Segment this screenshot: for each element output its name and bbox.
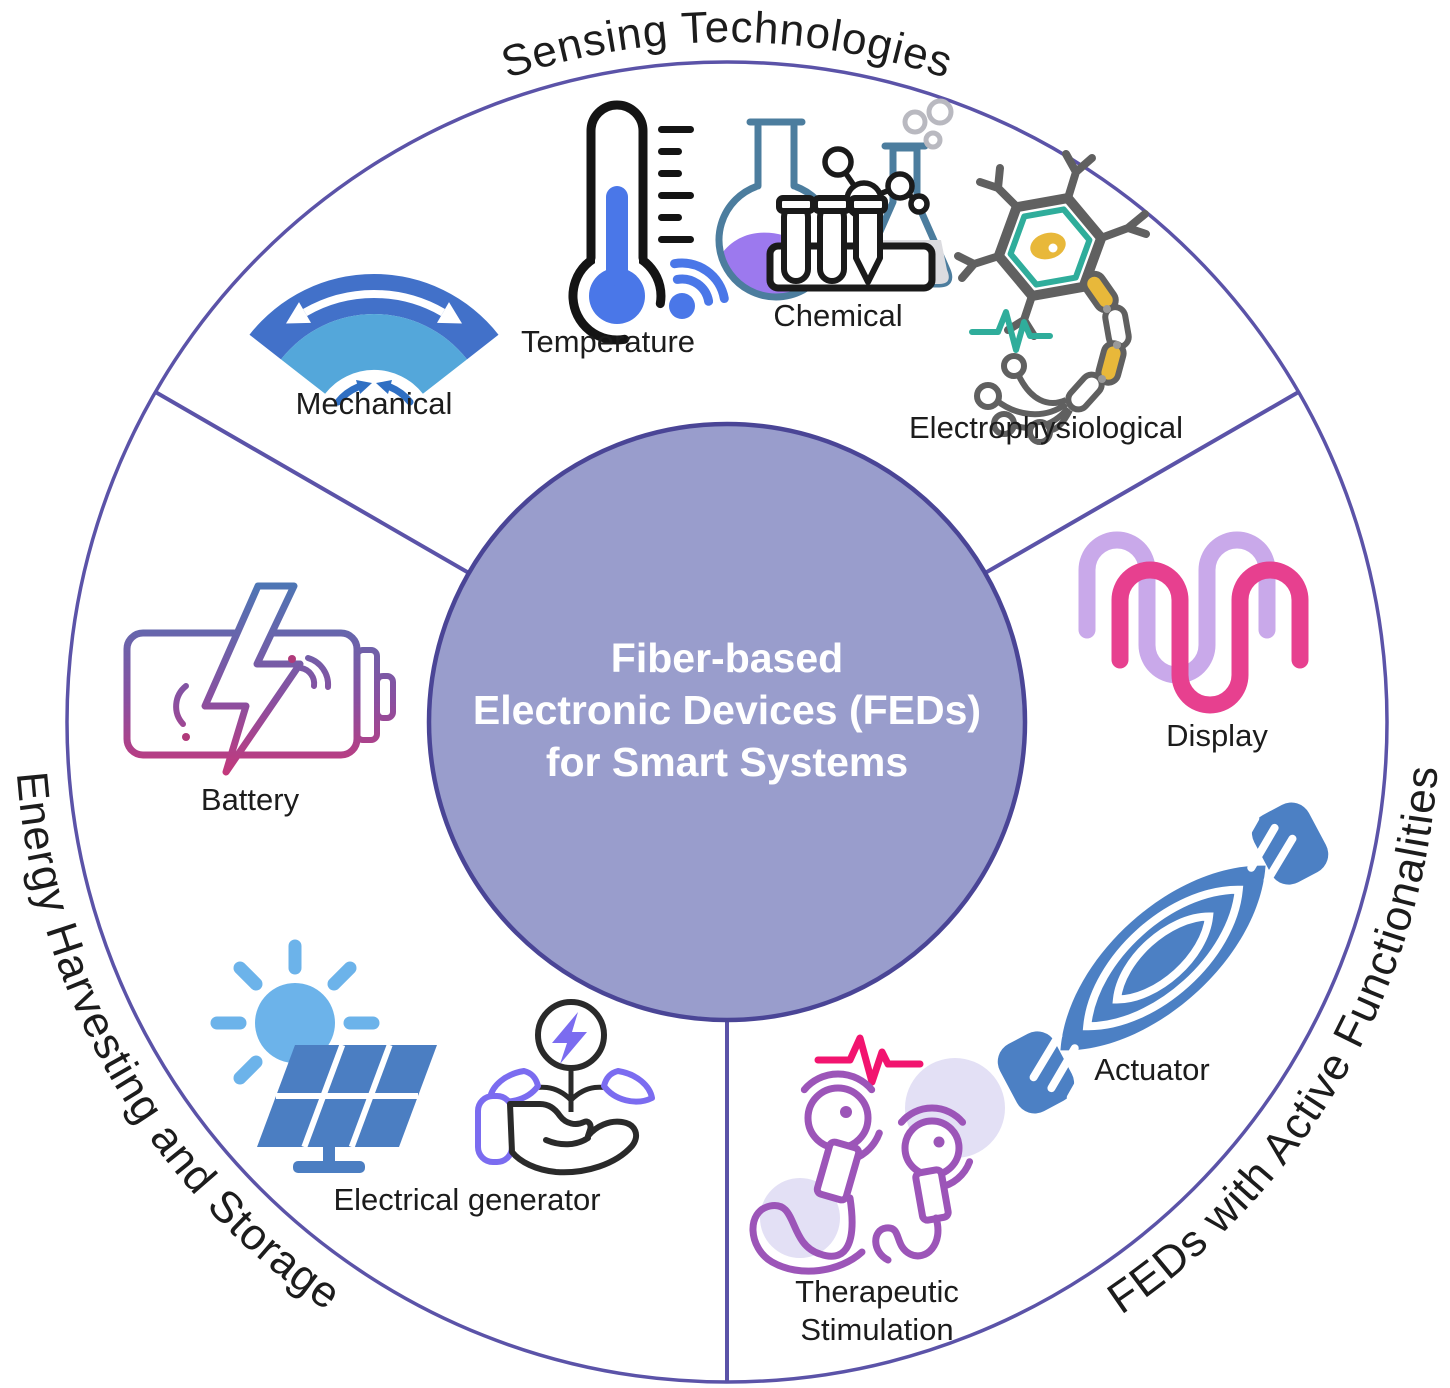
bubbles [902,98,954,150]
axon-node-dots [1098,305,1121,383]
battery-terminal-nub [374,673,396,721]
mechanical-label: Mechanical [296,386,453,421]
nucleus-dot [1048,243,1058,253]
muscle-stripe-inner [1112,912,1214,1004]
panel-base [293,1161,365,1173]
sensing-sector-title: Sensing Technologies [495,3,958,88]
therapeutic-label-line2: Stimulation [800,1312,953,1347]
battery-spark-left-dot [182,733,190,741]
bend-strain-icon [249,273,499,406]
electrode-wire-right [872,1214,942,1264]
test-tubes [776,195,888,285]
ecg-pulse-teal [969,309,1053,353]
bend-arrow-arc [303,290,445,316]
thermometer-scale-ticks [658,126,694,243]
neuron-icon [954,150,1150,445]
divider-upper-right [984,390,1300,575]
therapeutic-label-line1: Therapeutic [795,1274,959,1309]
hub-circle [426,421,1028,1023]
electrical-generator-label: Electrical generator [333,1182,600,1217]
hub-title-line3: for Smart Systems [546,739,908,785]
stimulator-device-left [749,1070,883,1275]
hand-icon [507,1101,640,1176]
display-label: Display [1166,718,1268,753]
press-arrow-right [386,383,414,406]
muscle-fiber-icon [997,802,1329,1114]
leaf-right [601,1068,655,1105]
battery-bolt-icon [123,582,396,776]
panel-post [323,1147,335,1163]
actuator-label: Actuator [1094,1052,1209,1087]
muscle-stripe-outer [1082,885,1244,1031]
press-arrowhead-left [356,380,372,394]
bend-arrowhead-left [286,302,311,324]
round-flask-neck [746,118,806,190]
thermometer-mercury-column [606,186,628,286]
serpentine-pink-fiber [1111,561,1309,714]
hub-title-line2: Electronic Devices (FEDs) [473,687,981,733]
energy-bolt [552,1012,587,1064]
lavender-backdrop-small [760,1178,840,1258]
thermometer-wireless-icon [568,100,729,345]
lightning-bolt [201,582,304,776]
sensing-title-text: Sensing Technologies [495,3,957,88]
battery-spark-right-arc1 [298,665,318,689]
temperature-label: Temperature [521,324,695,359]
fan-inner-band [281,314,467,394]
muscle-end-hatches [1029,814,1297,1102]
hub-title-line1: Fiber-based [611,635,843,681]
thermometer-stem-outline [586,100,648,263]
nucleus [1030,232,1066,260]
muscle-belly [1060,865,1266,1051]
wireless-signal-icon [669,258,729,319]
divider-upper-left [154,390,470,575]
battery-spark-right-arc2 [305,655,332,690]
press-arrowhead-right [376,380,392,394]
fiber-battery-cell [475,1093,515,1165]
fan-outer-band [249,273,499,360]
battery-spark-right-dot [288,655,296,663]
lab-flasks-icon [715,98,954,301]
stimulator-device-right [872,1104,974,1264]
solar-plant-hand-icon [210,939,655,1176]
hand-thumb-line [543,1135,591,1148]
thermometer-bulb-outline [568,247,666,345]
press-arrow-left [334,383,362,406]
ecg-pulse-pink [814,1034,924,1086]
battery-spark-left [173,683,189,727]
bend-arrowhead-right [437,302,462,324]
axon-terminals [974,353,1073,445]
serpentine-fiber-icon [1078,531,1309,714]
solar-panel-icon [257,1043,437,1173]
electrode-wire-left [749,1194,866,1275]
electrophysiological-label: Electrophysiological [909,410,1183,445]
chemical-label: Chemical [773,298,902,333]
battery-label: Battery [201,782,300,817]
thermometer-mercury-bulb [589,268,645,324]
electrode-stimulator-icon [749,1034,1005,1275]
